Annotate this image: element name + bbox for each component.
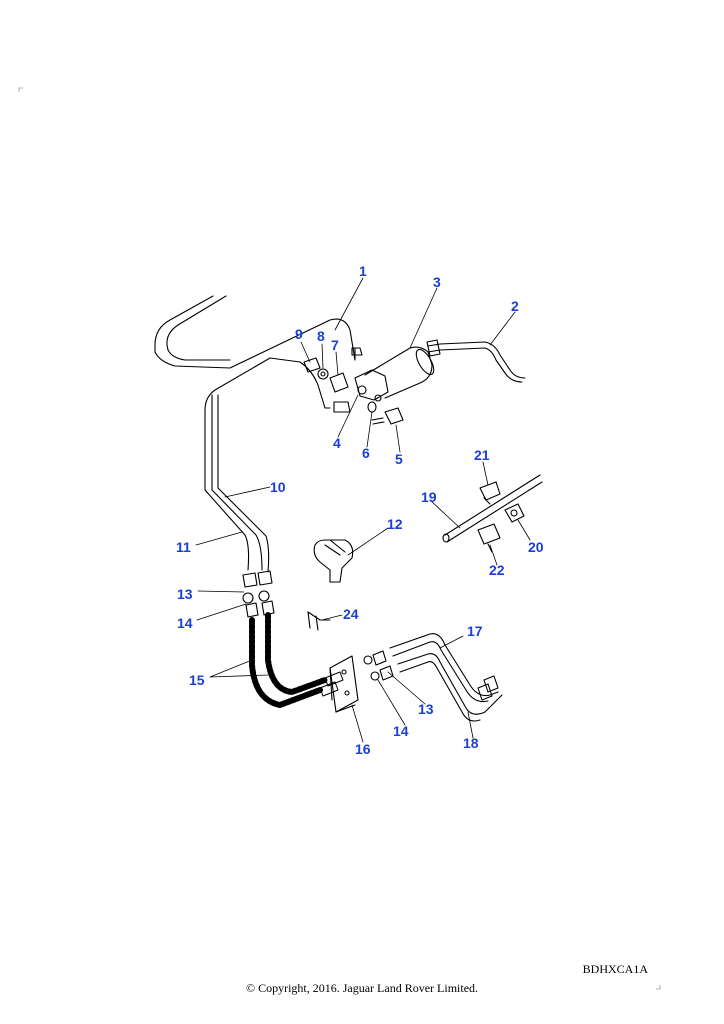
callout-13-right: 13 (418, 701, 434, 717)
corner-mark-top-left (18, 87, 23, 92)
callout-1: 1 (359, 263, 367, 279)
callout-24: 24 (343, 606, 359, 622)
copyright-notice: © Copyright, 2016. Jaguar Land Rover Lim… (245, 981, 479, 995)
callout-19: 19 (421, 489, 437, 505)
callout-22: 22 (489, 562, 505, 578)
corner-mark-bottom-right (656, 985, 661, 990)
callout-4: 4 (333, 435, 341, 451)
callout-11: 11 (176, 539, 191, 555)
callout-17: 17 (467, 623, 483, 639)
callout-7: 7 (331, 337, 339, 353)
reference-code: BDHXCA1A (582, 962, 648, 976)
callout-21: 21 (474, 447, 490, 463)
nut-20 (504, 503, 525, 523)
pipe-17 (389, 633, 499, 703)
clip-24 (307, 611, 331, 631)
callout-15: 15 (189, 672, 205, 688)
bracket-16 (329, 655, 359, 713)
leader-lines (195, 277, 531, 743)
callout-20: 20 (528, 539, 544, 555)
clip-12 (313, 539, 354, 583)
pipe-18 (397, 653, 503, 722)
fittings-13-14-left (242, 570, 275, 618)
union-21 (479, 481, 501, 505)
callout-16: 16 (355, 741, 371, 757)
callout-3: 3 (433, 274, 441, 290)
flexible-hoses-15 (249, 612, 328, 708)
callout-14-right: 14 (393, 723, 409, 739)
callout-13-left: 13 (177, 586, 193, 602)
union-22 (477, 523, 501, 553)
callout-12: 12 (387, 516, 403, 532)
pipe-19 (442, 474, 543, 543)
pipe-2 (426, 339, 526, 383)
callout-9: 9 (295, 326, 303, 342)
callout-14-left: 14 (177, 615, 193, 631)
fittings-13-14-right (363, 650, 394, 681)
bolt-5-washer-6 (367, 401, 404, 425)
brake-pipe-upper (154, 295, 363, 369)
pressure-valve-3 (354, 346, 435, 402)
callout-10: 10 (270, 479, 286, 495)
callout-18: 18 (463, 735, 479, 751)
fittings-7-8-9 (303, 357, 349, 393)
callout-2: 2 (511, 298, 519, 314)
callout-6: 6 (362, 445, 370, 461)
callout-5: 5 (395, 451, 403, 467)
callout-8: 8 (317, 328, 325, 344)
